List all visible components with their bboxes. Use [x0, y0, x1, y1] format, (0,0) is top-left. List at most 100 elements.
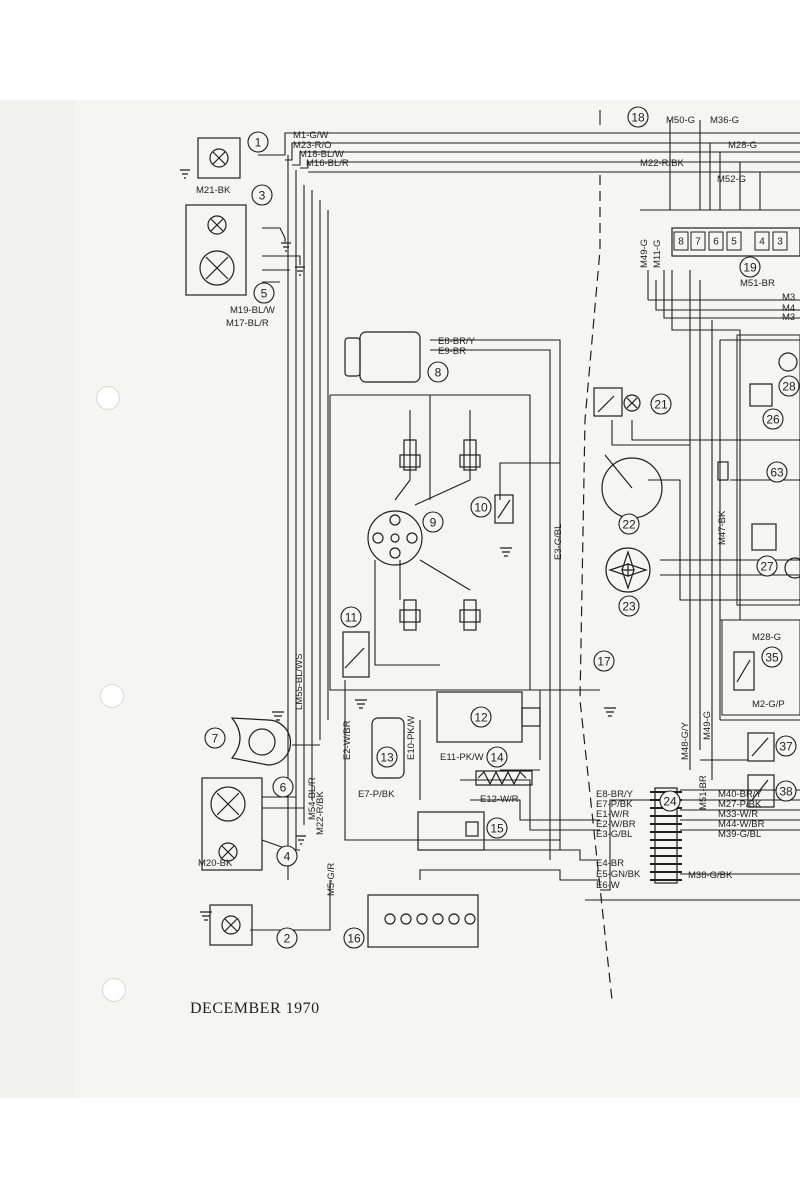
- wire-label: M18-BL/W: [299, 149, 344, 160]
- wire-label: M39-G/BL: [718, 829, 761, 840]
- starter-motor-icon: [359, 331, 421, 383]
- component-number-12: 12: [474, 711, 488, 725]
- fuse-cell: [708, 231, 724, 251]
- wire-label: M3: [782, 312, 795, 323]
- wire-label: E1-W/R: [596, 809, 629, 820]
- bulb-icon: [623, 394, 641, 412]
- horn-icon: [230, 717, 292, 766]
- wire-label: M36-G: [710, 115, 739, 126]
- component-number-circle: [340, 606, 362, 628]
- sender-10-icon: [494, 494, 514, 524]
- component-number-circle: [470, 706, 492, 728]
- headlamp-icon: [210, 786, 246, 822]
- component-number-circle: [762, 408, 784, 430]
- wire-label: M22-R/BK: [640, 158, 684, 169]
- component-number-19: 19: [743, 261, 757, 275]
- component-number-circle: [272, 776, 294, 798]
- bulb-icon: [218, 842, 238, 862]
- wire-label: E12-W/R: [480, 794, 519, 805]
- wire-label: M28-G: [728, 140, 757, 151]
- component-number-circle: [766, 461, 788, 483]
- wire-label: LM55-BL/WS: [294, 654, 305, 711]
- component-number-circle: [761, 646, 783, 668]
- wire-label: E6-W: [596, 880, 620, 891]
- wire-label: E3-G/BL: [553, 524, 564, 560]
- wire-label: M40-BR/Y: [718, 789, 762, 800]
- wire-label: E2-W/BR: [596, 819, 636, 830]
- wire-label: E8-BR/Y: [438, 336, 476, 347]
- component-number-6: 6: [280, 781, 287, 795]
- page-inner: [75, 100, 800, 1098]
- component-number-circle: [659, 790, 681, 812]
- wire-label: M21-BK: [196, 185, 231, 196]
- component-number-circle: [618, 595, 640, 617]
- wire-label: M2-G/P: [752, 699, 785, 710]
- wire-label: M52-G: [717, 174, 746, 185]
- distributor-icon: [367, 510, 423, 566]
- fuse-cell: [772, 231, 788, 251]
- wire-label: M5-G/R: [326, 863, 337, 896]
- wire-layer: [250, 110, 800, 1001]
- component-number-5: 5: [261, 287, 268, 301]
- component-number-14: 14: [490, 751, 504, 765]
- wire-label: E7-P/BK: [358, 789, 395, 800]
- component-number-24: 24: [663, 795, 677, 809]
- component-number-9: 9: [430, 516, 437, 530]
- fuse-cell: [754, 231, 770, 251]
- component-number-3: 3: [259, 189, 266, 203]
- wire-label: E10-PK/W: [406, 716, 417, 760]
- component-number-circle: [775, 780, 797, 802]
- fuse-box-icon: [671, 227, 800, 257]
- wire-label: M11-G: [652, 240, 663, 268]
- fuse-cell: [673, 231, 689, 251]
- wire-label: M44-W/BR: [718, 819, 765, 830]
- component-number-22: 22: [622, 518, 636, 532]
- component-number-circle: [276, 845, 298, 867]
- component-number-10: 10: [474, 501, 488, 515]
- component-number-37: 37: [779, 740, 793, 754]
- component-number-23: 23: [622, 600, 636, 614]
- component-number-circle: [486, 746, 508, 768]
- component-number-circle: [251, 184, 273, 206]
- component-number-circle: [343, 927, 365, 949]
- wire-label: M33-W/R: [718, 809, 758, 820]
- component-number-circle: [486, 817, 508, 839]
- component-number-28: 28: [782, 380, 796, 394]
- wire-label: M17-BL/R: [226, 318, 269, 329]
- bulb-icon: [209, 148, 229, 168]
- component-number-circle: [247, 131, 269, 153]
- component-number-11: 11: [345, 611, 358, 625]
- component-number-35: 35: [765, 651, 779, 665]
- bulb-icon: [207, 215, 227, 235]
- fuse-number-5: 5: [731, 237, 737, 248]
- footer-date: DECEMBER 1970: [190, 1000, 320, 1017]
- wire-label: M23-R/O: [293, 140, 332, 151]
- wire-label: E5-GN/BK: [596, 869, 641, 880]
- wire-label: E8-BR/Y: [596, 789, 634, 800]
- bulb-icon: [221, 915, 241, 935]
- wire-label: M51-BR: [698, 775, 709, 810]
- wire-label: M28-G: [752, 632, 781, 643]
- wire-label: M54-BL/R: [307, 777, 318, 820]
- component-layer: [180, 137, 800, 948]
- wire-label-layer: M1-G/WM23-R/OM18-BL/WM16-BL/RM21-BKM19-B…: [196, 115, 795, 896]
- component-number-circle: [739, 256, 761, 278]
- component-number-circle: [650, 393, 672, 415]
- binder-hole: [100, 684, 124, 708]
- spark-plug-icon: [399, 439, 481, 631]
- component-number-circle: [470, 496, 492, 518]
- component-number-17: 17: [597, 655, 611, 669]
- component-number-circle: [427, 361, 449, 383]
- wire-label: M50-G: [666, 115, 695, 126]
- wire-label: M49-G: [702, 711, 713, 740]
- ground-icon: [180, 169, 616, 921]
- fuse-cell: [690, 231, 706, 251]
- component-number-circle: [253, 282, 275, 304]
- component-number-circle: [376, 746, 398, 768]
- coil-icon: [371, 717, 405, 779]
- component-number-27: 27: [760, 560, 774, 574]
- wire-label: E2-W/BR: [342, 720, 353, 760]
- fan-icon: [605, 547, 651, 593]
- wire-label: M16-BL/R: [306, 158, 349, 169]
